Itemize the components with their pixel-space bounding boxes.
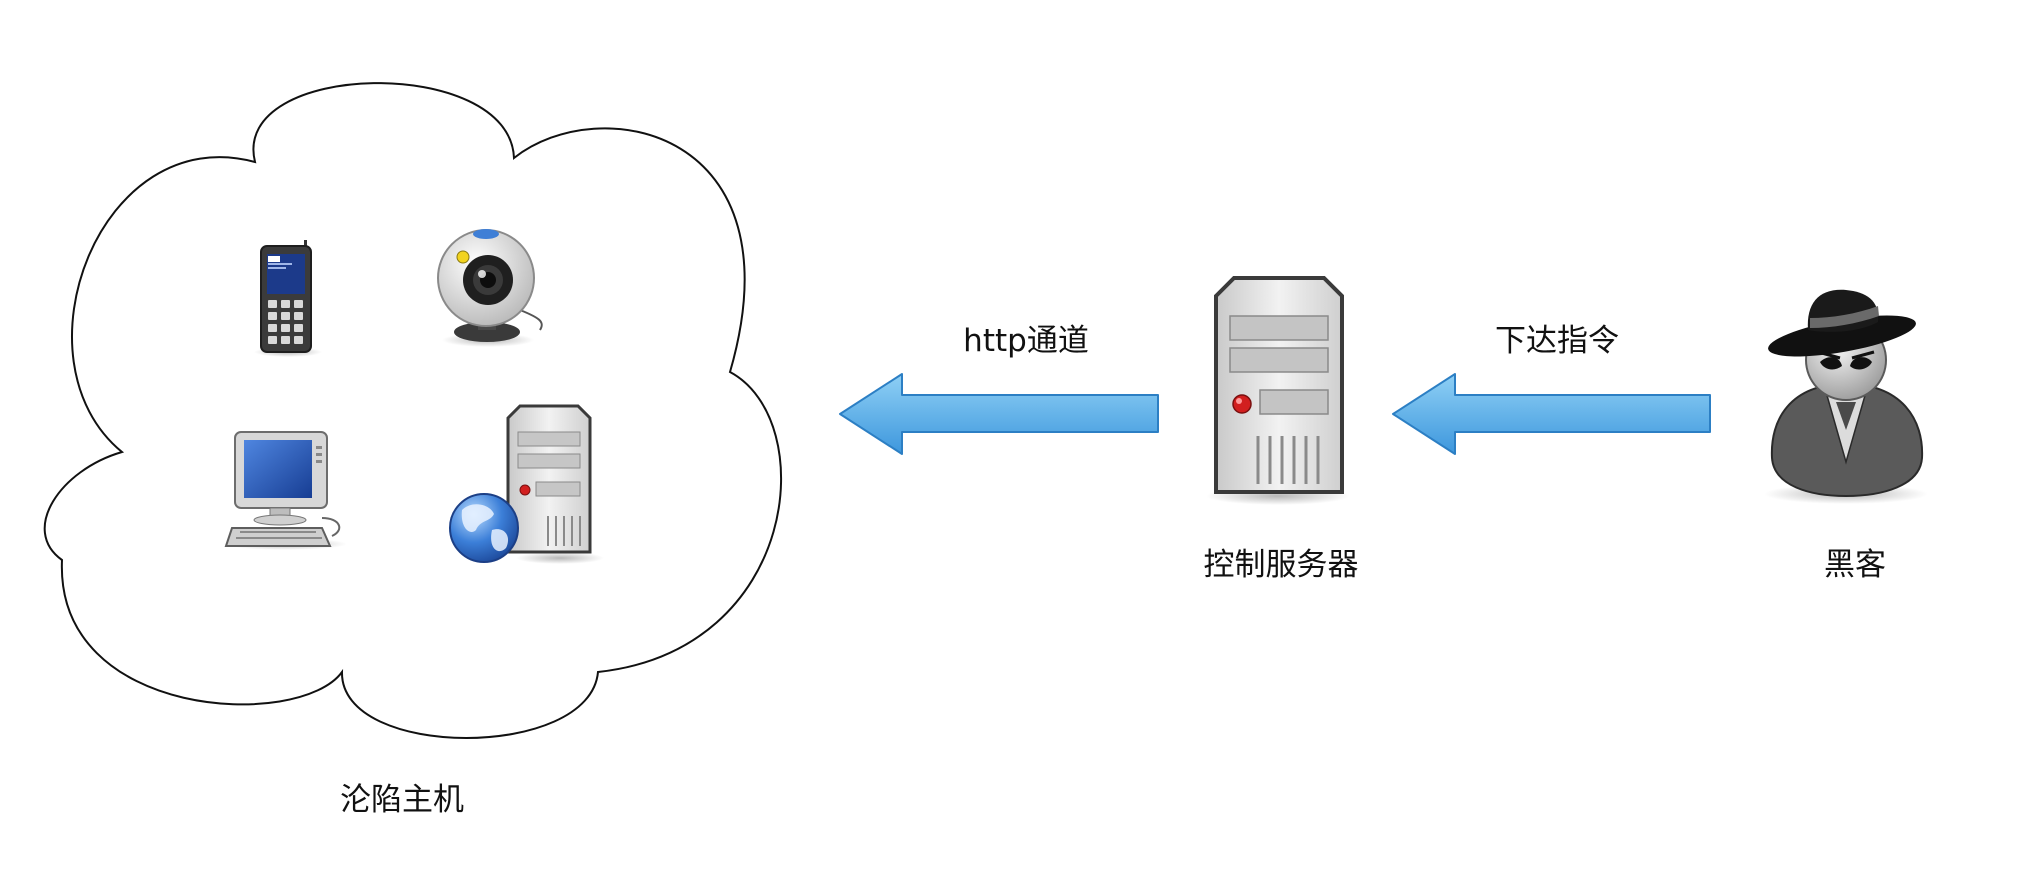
compromised-hosts-cloud [43, 82, 783, 739]
mobile-phone-icon [254, 240, 322, 357]
compromised-hosts-label: 沦陷主机 [340, 782, 464, 818]
http-channel-label: http通道 [963, 323, 1089, 359]
issue-command-arrow [1392, 373, 1711, 455]
spy-hacker-icon [1764, 289, 1928, 504]
c2-server-label: 控制服务器 [1203, 547, 1359, 583]
issue-command-label: 下达指令 [1495, 323, 1619, 359]
server-tower-icon [1206, 276, 1350, 505]
http-channel-arrow [839, 373, 1159, 455]
webcam-icon [437, 229, 543, 347]
hacker-label: 黑客 [1824, 547, 1886, 583]
desktop-computer-icon [223, 431, 347, 550]
web-server-icon [449, 404, 604, 564]
